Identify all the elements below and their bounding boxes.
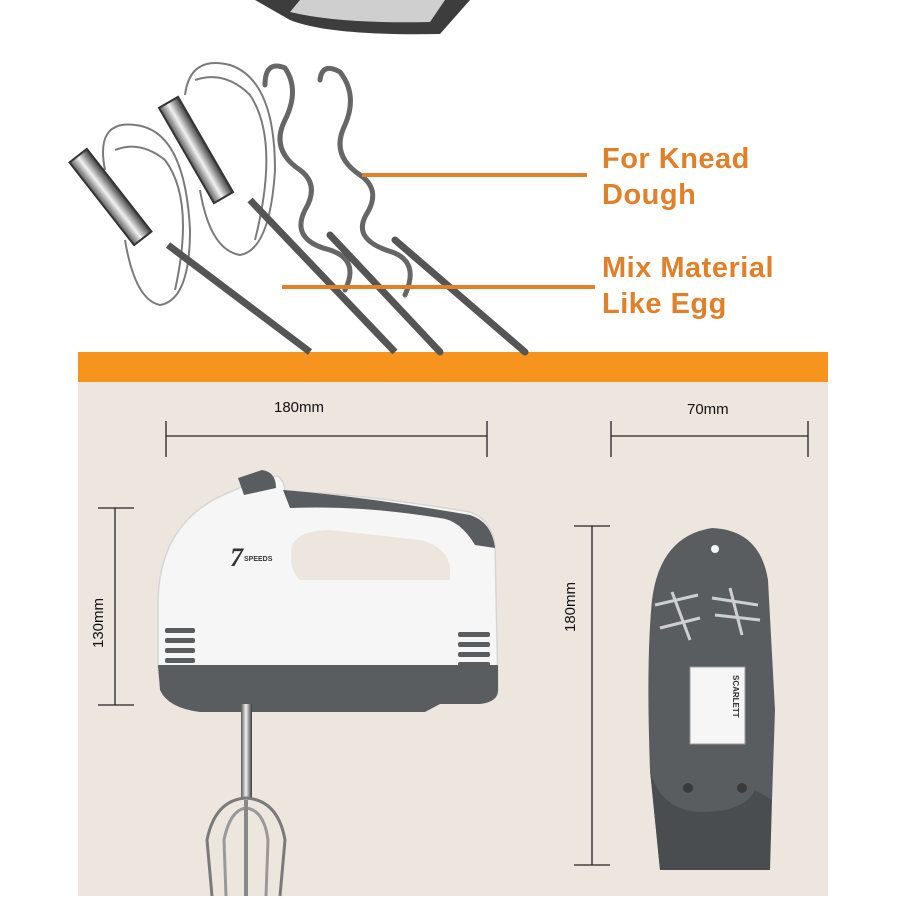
speed-digit: 7 (230, 543, 244, 572)
callout-mix: Mix Material Like Egg (602, 250, 774, 322)
dim-label-front-width: 180mm (274, 399, 325, 416)
dim-label-side-width: 70mm (687, 401, 729, 418)
dim-line-front-height (98, 507, 134, 706)
orange-divider-band (78, 352, 828, 382)
dough-hook-right (317, 65, 529, 356)
mixer-side-view (648, 528, 775, 870)
dough-hook-left (262, 63, 444, 356)
callout-knead-line2: Dough (602, 179, 697, 211)
beater-side-left (654, 591, 701, 641)
callout-knead: For Knead Dough (602, 141, 750, 213)
mixer-base-edge (255, 0, 470, 35)
dim-label-front-height: 130mm (90, 597, 107, 648)
callout-mix-line2: Like Egg (602, 288, 727, 320)
dim-label-side-height: 180mm (562, 581, 579, 632)
speed-word: SPEEDS (244, 556, 273, 563)
whisk-attachment-left (68, 123, 313, 355)
callout-knead-line1: For Knead (602, 143, 750, 175)
beater-side-right (711, 587, 761, 636)
dim-line-front-width (165, 421, 488, 457)
callout-mix-line1: Mix Material (602, 252, 774, 284)
mixer-front-view (157, 470, 499, 897)
dim-line-side-width (610, 421, 809, 457)
dim-line-side-height (574, 525, 610, 866)
whisk-attachment-right (157, 62, 398, 355)
brand-label: SCARLETT (731, 675, 740, 718)
